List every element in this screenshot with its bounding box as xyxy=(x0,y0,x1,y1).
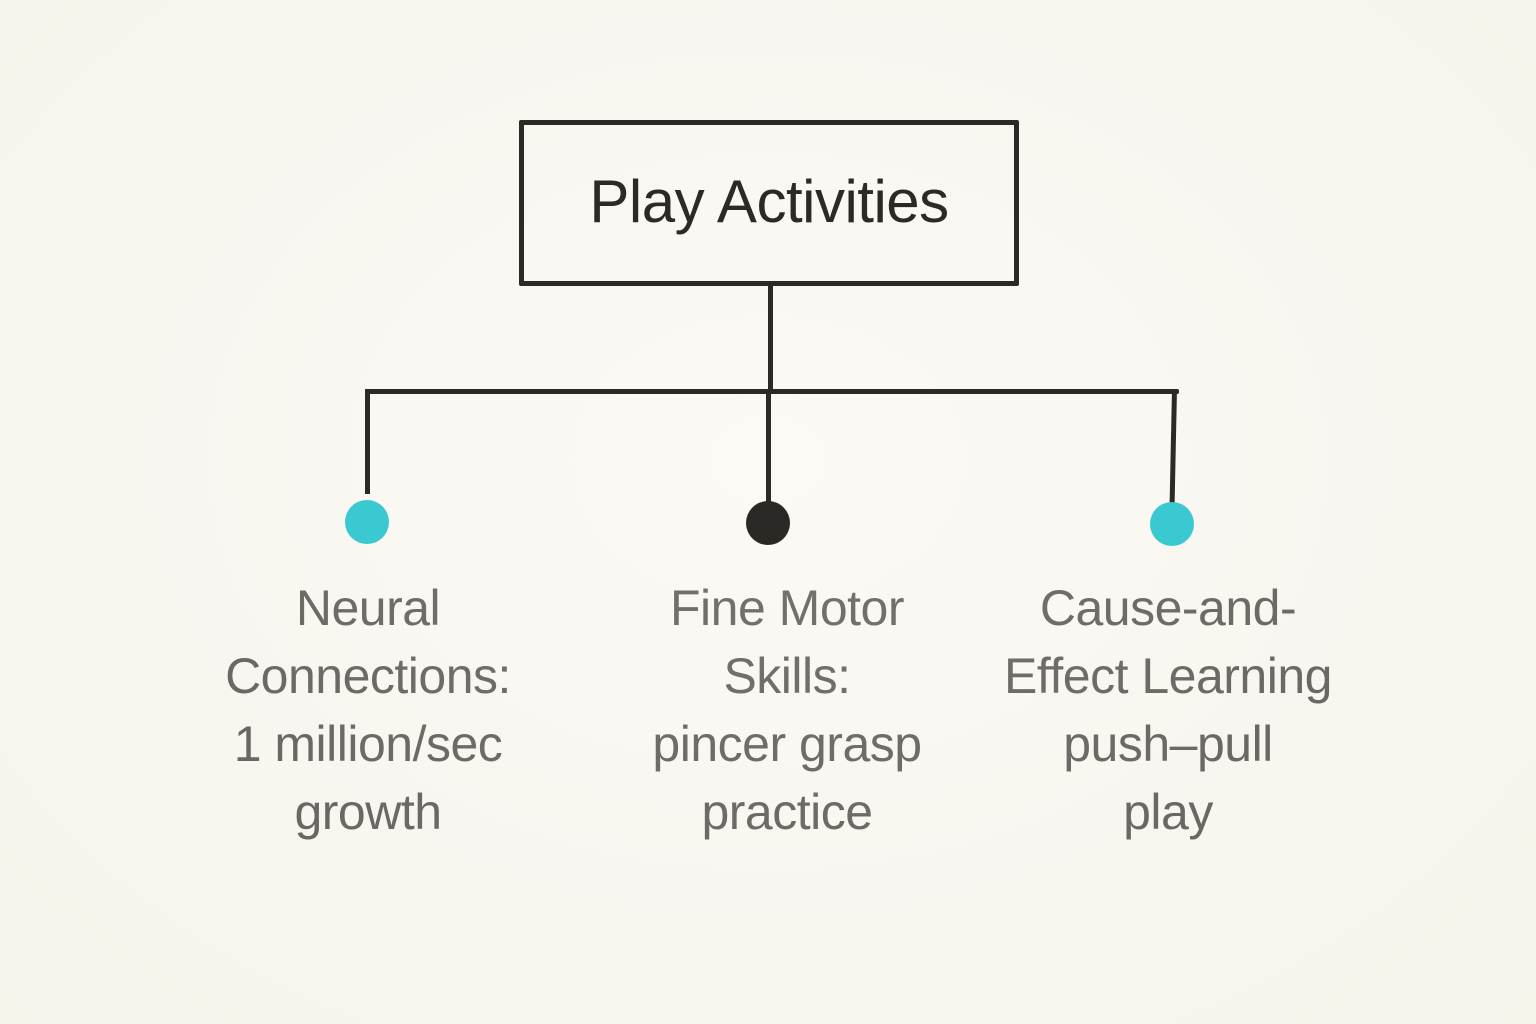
connector-drop-line-left xyxy=(365,389,370,494)
root-node-title: Play Activities xyxy=(589,167,949,235)
branch-dot-neural-connections xyxy=(345,500,389,544)
root-node-box: Play Activities xyxy=(519,120,1019,286)
branch-label-neural-connections: Neural Connections: 1 million/sec growth xyxy=(225,580,511,840)
connector-drop-line-right xyxy=(1169,388,1177,513)
branch-dot-fine-motor-skills xyxy=(746,501,790,545)
connector-stem-line xyxy=(768,285,773,392)
branch-label-cause-and-effect: Cause-and- Effect Learning push–pull pla… xyxy=(1004,580,1332,840)
branch-dot-cause-and-effect xyxy=(1150,502,1194,546)
connector-drop-line-middle xyxy=(766,389,771,502)
branch-label-fine-motor-skills: Fine Motor Skills: pincer grasp practice xyxy=(652,580,922,840)
connector-horizontal-line xyxy=(366,389,1179,394)
